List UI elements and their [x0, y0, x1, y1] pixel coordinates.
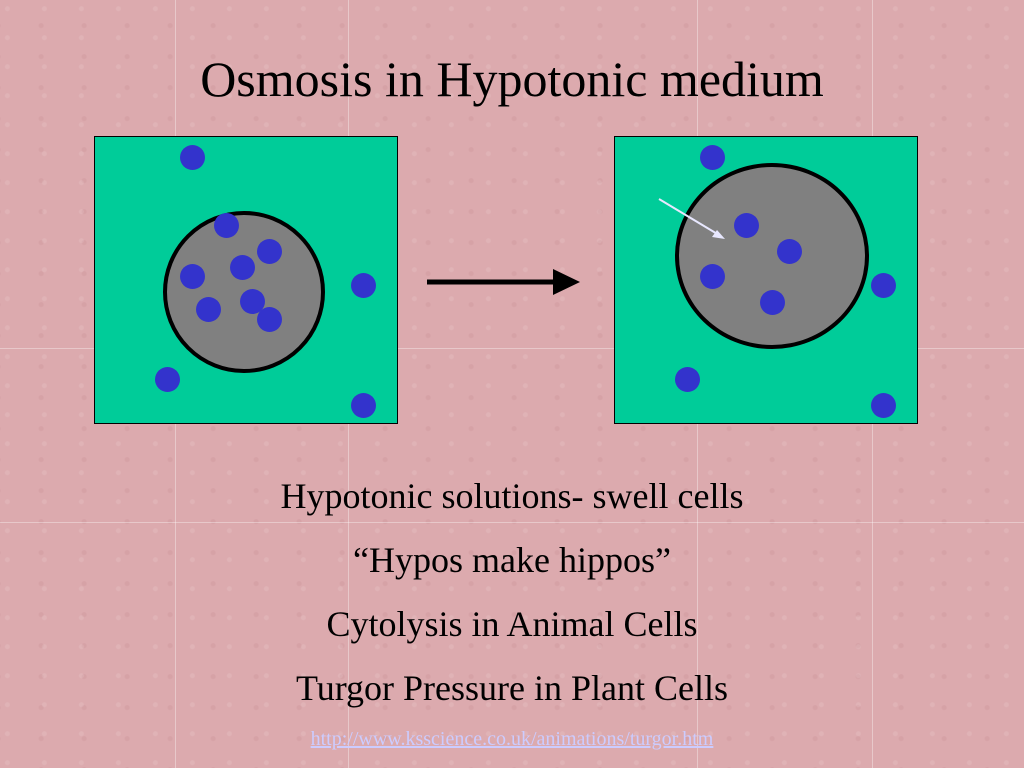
- solute-molecule: [777, 239, 802, 264]
- solute-molecule: [257, 307, 282, 332]
- solute-molecule: [734, 213, 759, 238]
- caption-line: Turgor Pressure in Plant Cells: [295, 668, 729, 708]
- solute-molecule: [196, 297, 221, 322]
- source-link[interactable]: http://www.ksscience.co.uk/animations/tu…: [310, 728, 714, 750]
- solute-molecule: [351, 393, 376, 418]
- solute-molecule: [180, 264, 205, 289]
- solute-molecule: [760, 290, 785, 315]
- solute-molecule: [180, 145, 205, 170]
- caption-line: Cytolysis in Animal Cells: [326, 604, 698, 644]
- solute-molecule: [871, 393, 896, 418]
- hypotonic-medium-after: [614, 136, 918, 424]
- solute-molecule: [700, 145, 725, 170]
- solute-molecule: [230, 255, 255, 280]
- swollen-cell-after: [675, 163, 869, 349]
- solute-molecule: [700, 264, 725, 289]
- slide-title: Osmosis in Hypotonic medium: [200, 51, 824, 107]
- solute-molecule: [257, 239, 282, 264]
- caption-line: “Hypos make hippos”: [353, 540, 671, 580]
- hypotonic-medium-before: [94, 136, 398, 424]
- solute-molecule: [214, 213, 239, 238]
- caption-line: Hypotonic solutions- swell cells: [280, 476, 744, 516]
- solute-molecule: [871, 273, 896, 298]
- solute-molecule: [675, 367, 700, 392]
- solute-molecule: [155, 367, 180, 392]
- solute-molecule: [351, 273, 376, 298]
- caption-list: Hypotonic solutions- swell cells “Hypos …: [0, 472, 1024, 728]
- water-inflow-arrow: [658, 198, 725, 239]
